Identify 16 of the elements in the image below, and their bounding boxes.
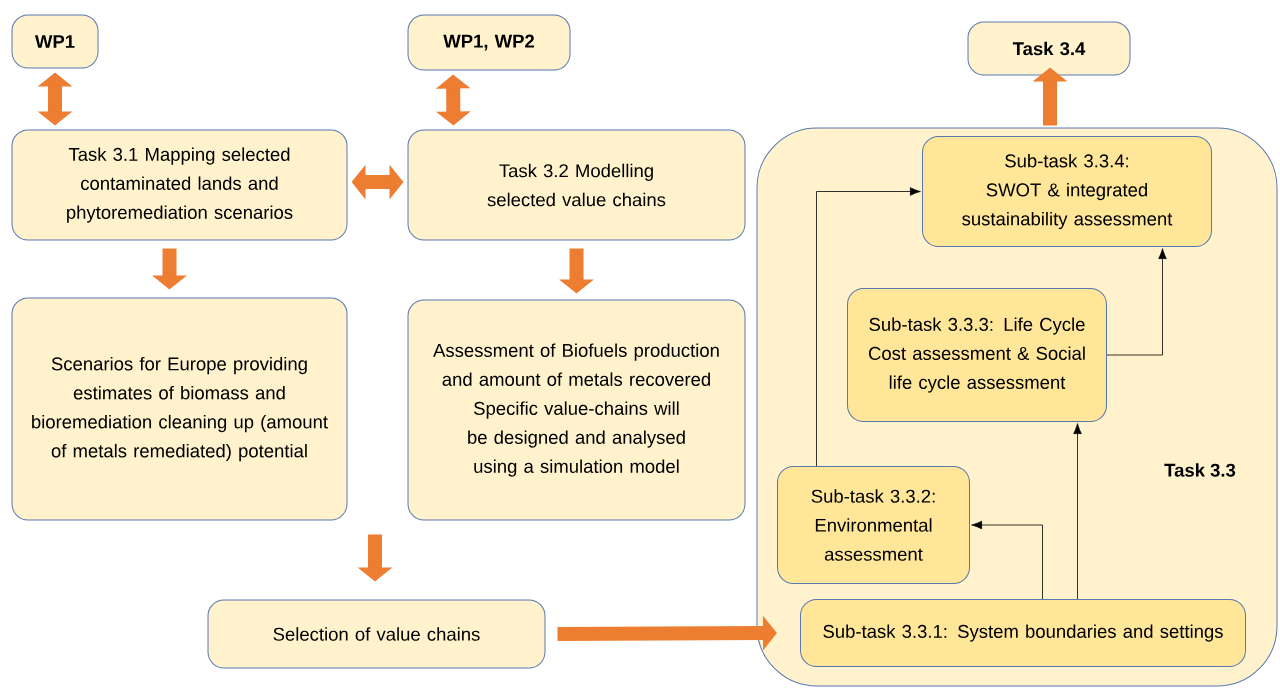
- task-box: WP1, WP2: [407, 14, 571, 71]
- task-box: Scenarios for Europe providing estimates of biomass and bioremediation cleaning up (amount of metals remediated) potential: [11, 297, 348, 521]
- task-box: Task 3.4: [967, 21, 1131, 76]
- subtask-box: Sub-task 3.3.3: Life Cycle Cost assessment & Social life cycle assessment: [847, 288, 1107, 422]
- task-box: Task 3.2 Modelling selected value chains: [407, 129, 746, 241]
- subtask-box: Sub-task 3.3.2: Environmental assessment: [777, 466, 970, 584]
- task-box: WP1: [11, 14, 99, 69]
- connector-arrow: [1073, 423, 1082, 600]
- subtask-box: Sub-task 3.3.1: System boundaries and settings: [800, 599, 1246, 667]
- connector-arrow: [971, 520, 1043, 600]
- task-box: Selection of value chains: [207, 599, 546, 669]
- connector-arrow: [1106, 248, 1167, 356]
- connector-arrow: [816, 187, 921, 467]
- task-box: Assessment of Biofuels production and amount of metals recovered Specific value-chains will be designed and analysed using a simulation model: [407, 299, 746, 521]
- subtask-box: Sub-task 3.3.4: SWOT & integrated sustainability assessment: [922, 136, 1212, 247]
- task-box: Task 3.1 Mapping selected contaminated lands and phytoremediation scenarios: [11, 129, 348, 241]
